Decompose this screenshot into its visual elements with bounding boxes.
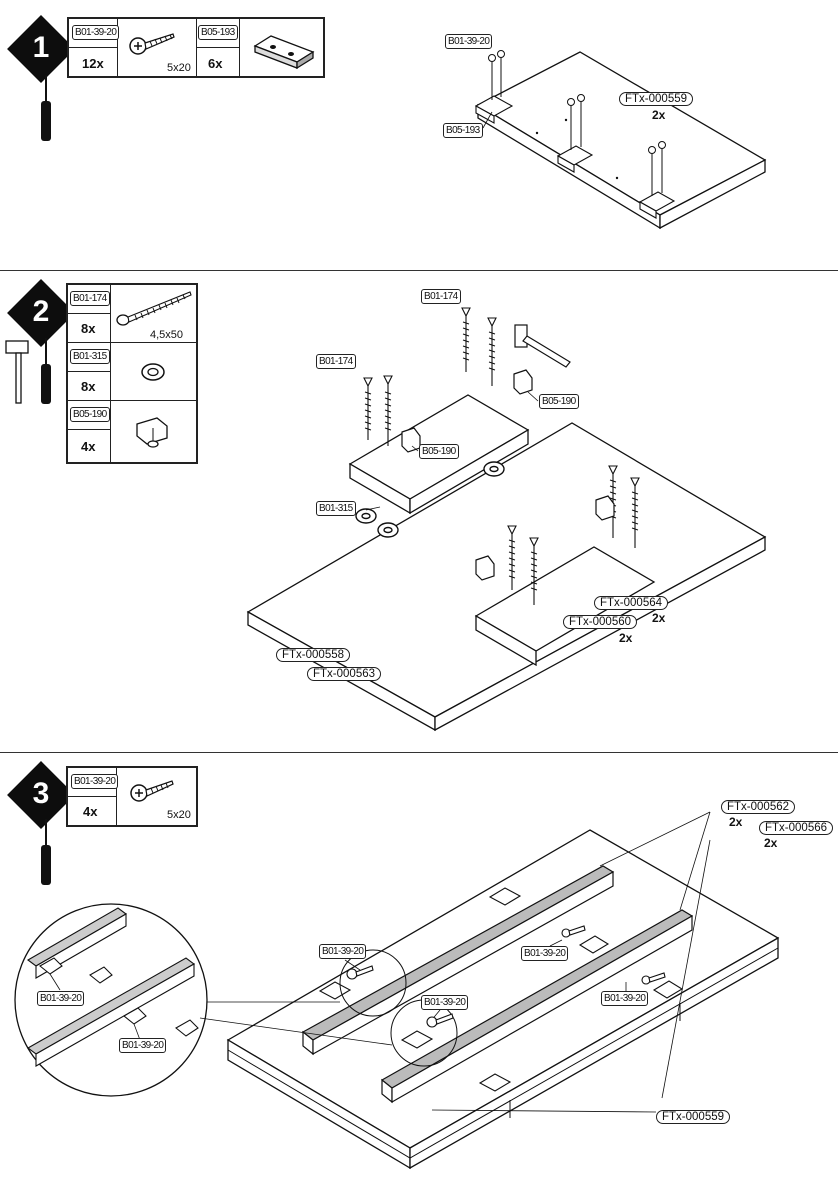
- parts-table: B01-39-20 4x 5x20: [66, 766, 198, 827]
- callout-bracket: B05-190: [539, 394, 579, 409]
- part-code: B01-315: [70, 349, 110, 364]
- part-code: B05-193: [198, 25, 238, 40]
- panel-diagram: [474, 50, 767, 230]
- hammer-icon: [5, 340, 29, 404]
- part-qty: 6x: [208, 56, 223, 71]
- callout-rail-qty: 2x: [764, 836, 778, 850]
- part-code: B01-39-20: [71, 774, 119, 789]
- washer-icon: [141, 363, 165, 381]
- callout-panel: FTx-000563: [307, 667, 382, 681]
- part-dimension: 5x20: [167, 809, 191, 821]
- callout-screw: B01-39-20: [421, 995, 469, 1010]
- parts-table: B01-39-20 12x 5x20 B05-193 6x: [67, 17, 325, 78]
- screw-icon: [130, 780, 174, 802]
- callout-screw: B01-39-20: [445, 34, 493, 49]
- step-3: 3 B01-39-20 4x 5x20: [0, 753, 838, 1191]
- part-qty: 12x: [82, 56, 104, 71]
- part-qty: 4x: [81, 439, 96, 454]
- part-qty: 8x: [81, 321, 96, 336]
- callout-panel: FTx-000564: [594, 596, 669, 610]
- part-code: B05-190: [70, 407, 110, 422]
- part-dimension: 5x20: [167, 62, 191, 74]
- callout-rail: FTx-000566: [759, 821, 834, 835]
- callout-washer: B01-315: [316, 501, 356, 516]
- frame-diagram: [14, 811, 780, 1170]
- callout-panel-qty: 2x: [652, 611, 666, 625]
- bracket-icon: [136, 417, 168, 448]
- connector-block-icon: [253, 35, 315, 70]
- screw-icon: [129, 33, 175, 55]
- screwdriver-icon: [41, 75, 51, 141]
- table-top-diagram: [246, 307, 767, 732]
- part-code: B01-39-20: [72, 25, 120, 40]
- callout-panel-qty: 2x: [619, 631, 633, 645]
- step-number: 3: [32, 777, 50, 810]
- part-code: B01-174: [70, 291, 110, 306]
- step-2: 2 B01-174 8x B01-315 8x B05-190 4x 4,5x5…: [0, 271, 838, 751]
- parts-table: B01-174 8x B01-315 8x B05-190 4x 4,5x50: [66, 283, 198, 464]
- callout-screw: B01-39-20: [319, 944, 367, 959]
- screwdriver-icon: [41, 338, 51, 404]
- callout-panel: FTx-000559: [619, 92, 694, 106]
- part-qty: 4x: [83, 804, 98, 819]
- part-dimension: 4,5x50: [150, 329, 184, 341]
- callout-screw: B01-39-20: [601, 991, 649, 1006]
- callout-rail-qty: 2x: [729, 815, 743, 829]
- callout-panel: FTx-000558: [276, 648, 351, 662]
- screw-icon: [116, 291, 192, 326]
- callout-panel: FTx-000560: [563, 615, 638, 629]
- callout-bracket: B05-190: [419, 444, 459, 459]
- callout-screw: B01-174: [316, 354, 356, 369]
- screwdriver-icon: [41, 819, 51, 885]
- callout-screw: B01-174: [421, 289, 461, 304]
- step-divider: [0, 270, 838, 271]
- callout-screw: B01-39-20: [521, 946, 569, 961]
- callout-zoom-screw: B01-39-20: [119, 1038, 167, 1053]
- step-number: 2: [32, 295, 50, 328]
- step-divider: [0, 752, 838, 753]
- callout-rail: FTx-000562: [721, 800, 796, 814]
- part-qty: 8x: [81, 379, 96, 394]
- step-number: 1: [32, 31, 50, 64]
- callout-connector: B05-193: [443, 123, 483, 138]
- callout-base: FTx-000559: [656, 1110, 731, 1124]
- callout-panel-qty: 2x: [652, 108, 666, 122]
- callout-zoom-screw: B01-39-20: [37, 991, 85, 1006]
- step-1: 1 B01-39-20 12x 5x20 B05-193 6x: [0, 0, 838, 270]
